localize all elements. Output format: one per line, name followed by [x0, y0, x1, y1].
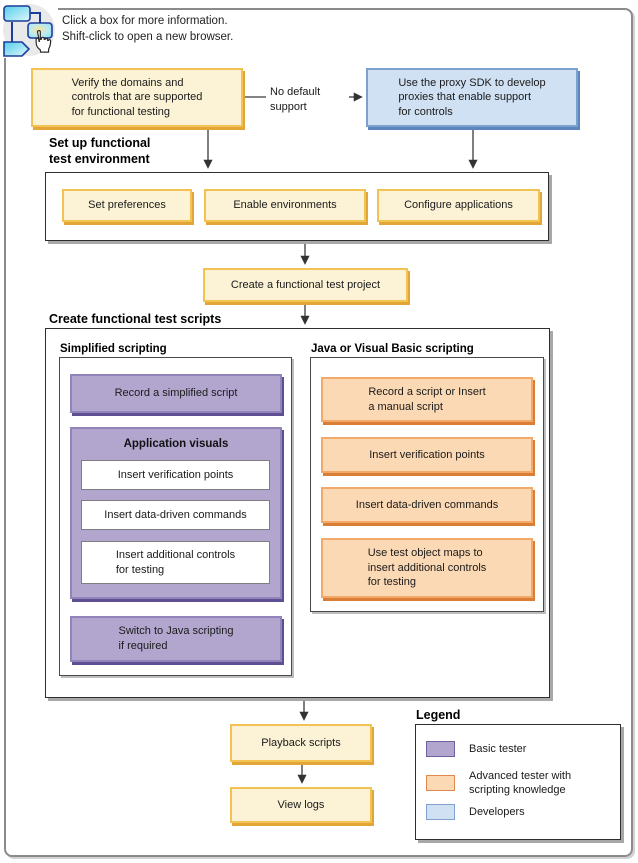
box-label: Insert data-driven commands [104, 508, 247, 521]
create-project-box[interactable]: Create a functional test project [203, 268, 408, 302]
legend-item-developers: Developers [416, 804, 525, 820]
playback-scripts-box[interactable]: Playback scripts [230, 724, 372, 762]
setup-environment-heading: Set up functional test environment [49, 136, 151, 166]
java-insert-verification-points-box[interactable]: Insert verification points [321, 437, 533, 473]
java-vb-scripting-label: Java or Visual Basic scripting [311, 343, 474, 355]
set-preferences-box[interactable]: Set preferences [62, 189, 192, 222]
legend-label: Advanced tester with scripting knowledge [469, 770, 572, 797]
box-label: Insert verification points [369, 448, 485, 461]
proxy-sdk-box[interactable]: Use the proxy SDK to develop proxies tha… [366, 68, 578, 127]
legend-title: Legend [416, 708, 461, 722]
box-label: Insert additional controls for testing [115, 548, 236, 576]
basic-tester-swatch [426, 741, 455, 757]
view-logs-box[interactable]: View logs [230, 787, 372, 823]
simplified-scripting-label: Simplified scripting [60, 343, 167, 355]
box-label: View logs [277, 798, 325, 811]
box-label: Use the proxy SDK to develop proxies tha… [398, 76, 546, 118]
box-label: Use test object maps to insert additiona… [367, 547, 487, 589]
box-label: Set preferences [88, 199, 166, 212]
advanced-tester-swatch [426, 775, 455, 792]
insert-verification-points-box[interactable]: Insert verification points [81, 460, 270, 490]
java-insert-data-driven-commands-box[interactable]: Insert data-driven commands [321, 487, 533, 523]
insert-data-driven-commands-box[interactable]: Insert data-driven commands [81, 500, 270, 530]
configure-applications-box[interactable]: Configure applications [377, 189, 540, 222]
application-visuals-group: Application visuals Insert verification … [70, 427, 282, 599]
box-label: Playback scripts [261, 736, 341, 749]
enable-environments-box[interactable]: Enable environments [204, 189, 366, 222]
box-label: Enable environments [233, 199, 337, 212]
record-simplified-script-box[interactable]: Record a simplified script [70, 374, 282, 413]
box-label: Record a script or Insert a manual scrip… [368, 385, 486, 413]
record-script-box[interactable]: Record a script or Insert a manual scrip… [321, 377, 533, 422]
box-label: Record a simplified script [114, 387, 238, 400]
diagram-border [4, 8, 633, 857]
application-visuals-title: Application visuals [123, 438, 229, 450]
box-label: Switch to Java scripting if required [118, 625, 234, 652]
hint-icon-backing [0, 0, 58, 58]
create-scripts-heading: Create functional test scripts [49, 312, 222, 326]
box-label: Create a functional test project [230, 278, 381, 291]
box-label: Insert verification points [117, 468, 234, 481]
box-label: Configure applications [404, 199, 513, 212]
switch-java-scripting-box[interactable]: Switch to Java scripting if required [70, 616, 282, 662]
legend-item-advanced-tester: Advanced tester with scripting knowledge [416, 769, 571, 798]
box-label: Insert data-driven commands [355, 498, 499, 511]
hint-line-2: Shift-click to open a new browser. [62, 31, 234, 44]
test-object-maps-box[interactable]: Use test object maps to insert additiona… [321, 538, 533, 598]
verify-domains-box[interactable]: Verify the domains and controls that are… [31, 68, 243, 127]
legend-item-basic-tester: Basic tester [416, 741, 526, 757]
legend-box: Basic tester Advanced tester with script… [415, 724, 621, 840]
hint-line-1: Click a box for more information. [62, 15, 228, 27]
no-default-support-label: No default support [270, 86, 321, 113]
legend-label: Basic tester [469, 742, 527, 755]
insert-additional-controls-box[interactable]: Insert additional controls for testing [81, 541, 270, 584]
box-label: Verify the domains and controls that are… [71, 76, 203, 118]
developers-swatch [426, 804, 455, 820]
legend-label: Developers [469, 805, 525, 818]
flowchart-hand-icon [3, 4, 55, 57]
hint-text: Click a box for more information. Shift-… [62, 13, 233, 45]
